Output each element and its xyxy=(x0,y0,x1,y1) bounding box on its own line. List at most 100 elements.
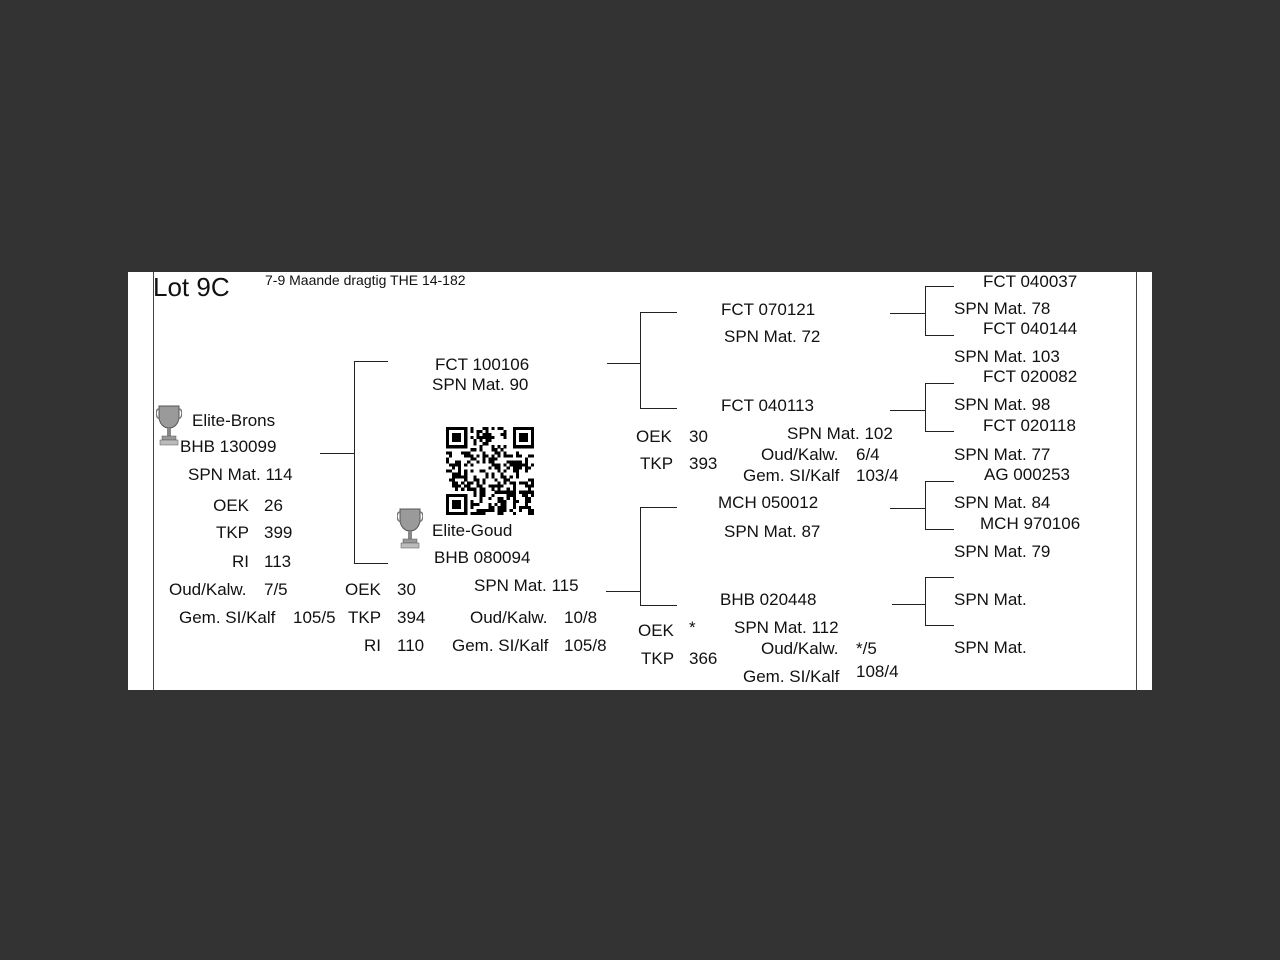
bracket-line xyxy=(320,453,355,454)
bracket-line xyxy=(925,625,954,626)
bracket-line xyxy=(925,286,954,287)
gp-sd-tkp-value: 393 xyxy=(689,454,718,473)
animal-oek-label: OEK xyxy=(213,496,249,515)
lot-subtitle: 7-9 Maande dragtig THE 14-182 xyxy=(265,272,466,288)
gp-sd-tkp-label: TKP xyxy=(640,454,674,473)
animal-id: BHB 130099 xyxy=(180,437,277,456)
trophy-icon xyxy=(397,508,423,549)
bracket-line xyxy=(925,481,926,530)
dam-award: Elite-Goud xyxy=(432,521,513,540)
bracket-line xyxy=(640,408,677,409)
bracket-line xyxy=(640,507,677,508)
gp-sd-id: FCT 040113 xyxy=(721,396,814,415)
bracket-line xyxy=(890,410,926,411)
gp-sd-oek-value: 30 xyxy=(689,427,708,446)
ggp-ssd-id: FCT 040144 xyxy=(983,319,1078,338)
right-margin-line xyxy=(1136,272,1137,690)
ggp-ddd-spn: SPN Mat. xyxy=(954,638,1027,657)
gp-dd-oud-label: Oud/Kalw. xyxy=(761,639,839,658)
dam-tkp-label: TKP xyxy=(348,608,382,627)
dam-spn: SPN Mat. 115 xyxy=(474,576,579,595)
bracket-line xyxy=(354,361,388,362)
animal-ri-label: RI xyxy=(232,552,249,571)
ggp-dsd-spn: SPN Mat. 79 xyxy=(954,542,1051,561)
dam-id: BHB 080094 xyxy=(434,548,531,567)
left-margin-line xyxy=(153,272,154,690)
animal-oek-value: 26 xyxy=(264,496,283,515)
sire-id: FCT 100106 xyxy=(435,355,530,374)
lot-title: Lot 9C xyxy=(153,272,230,302)
dam-oek-label: OEK xyxy=(345,580,381,599)
bracket-line xyxy=(892,604,926,605)
bracket-line xyxy=(925,431,954,432)
bracket-line xyxy=(925,383,926,432)
gp-ds-spn: SPN Mat. 87 xyxy=(724,522,821,541)
gp-sd-gem-value: 103/4 xyxy=(856,466,899,485)
bracket-line xyxy=(925,286,926,336)
bracket-line xyxy=(925,577,954,578)
ggp-sss-spn: SPN Mat. 78 xyxy=(954,299,1051,318)
bracket-line xyxy=(925,383,954,384)
animal-oud-value: 7/5 xyxy=(264,580,288,599)
gp-dd-tkp-value: 366 xyxy=(689,649,718,668)
ggp-dsd-id: MCH 970106 xyxy=(980,514,1081,533)
trophy-icon xyxy=(156,405,182,446)
gp-dd-tkp-label: TKP xyxy=(641,649,675,668)
ggp-sds-id: FCT 020082 xyxy=(983,367,1078,386)
dam-ri-label: RI xyxy=(364,636,381,655)
bracket-line xyxy=(640,605,677,606)
bracket-line xyxy=(640,312,677,313)
gp-dd-spn: SPN Mat. 112 xyxy=(734,618,839,637)
bracket-line xyxy=(890,508,926,509)
gp-dd-gem-value: 108/4 xyxy=(856,662,899,681)
gp-sd-oek-label: OEK xyxy=(636,427,672,446)
dam-ri-value: 110 xyxy=(397,636,425,655)
gp-dd-oud-value: */5 xyxy=(856,639,877,658)
ggp-dds-spn: SPN Mat. xyxy=(954,590,1027,609)
dam-oud-label: Oud/Kalw. xyxy=(470,608,548,627)
gp-dd-oek-value: * xyxy=(689,618,696,637)
dam-gem-value: 105/8 xyxy=(564,636,607,655)
bracket-line xyxy=(354,563,388,564)
bracket-line xyxy=(890,313,926,314)
pedigree-document: Lot 9C 7-9 Maande dragtig THE 14-182 Eli… xyxy=(128,272,1152,690)
gp-dd-id: BHB 020448 xyxy=(720,590,817,609)
ggp-sdd-spn: SPN Mat. 77 xyxy=(954,445,1051,464)
gp-sd-oud-value: 6/4 xyxy=(856,445,880,464)
ggp-sds-spn: SPN Mat. 98 xyxy=(954,395,1051,414)
bracket-line xyxy=(925,335,954,336)
bracket-line xyxy=(925,481,954,482)
animal-tkp-label: TKP xyxy=(215,523,249,542)
dam-tkp-value: 394 xyxy=(397,608,426,627)
bracket-line xyxy=(640,312,641,409)
gp-sd-spn: SPN Mat. 102 xyxy=(787,424,893,443)
animal-gem-label: Gem. SI/Kalf xyxy=(179,608,276,627)
gp-sd-oud-label: Oud/Kalw. xyxy=(761,445,839,464)
animal-tkp-value: 399 xyxy=(264,523,293,542)
animal-award: Elite-Brons xyxy=(192,411,276,430)
ggp-sss-id: FCT 040037 xyxy=(983,272,1078,291)
gp-dd-oek-label: OEK xyxy=(638,621,674,640)
bracket-line xyxy=(640,507,641,606)
qr-code xyxy=(446,427,534,515)
animal-spn: SPN Mat. 114 xyxy=(188,465,293,484)
bracket-line xyxy=(607,363,641,364)
animal-gem-value: 105/5 xyxy=(293,608,336,627)
animal-ri-value: 113 xyxy=(264,552,292,571)
bracket-line xyxy=(925,577,926,626)
ggp-dss-spn: SPN Mat. 84 xyxy=(954,493,1051,512)
gp-ds-id: MCH 050012 xyxy=(718,493,819,512)
ggp-ssd-spn: SPN Mat. 103 xyxy=(954,347,1060,366)
gp-sd-gem-label: Gem. SI/Kalf xyxy=(743,466,840,485)
bracket-line xyxy=(925,529,954,530)
dam-gem-label: Gem. SI/Kalf xyxy=(452,636,549,655)
gp-dd-gem-label: Gem. SI/Kalf xyxy=(743,667,840,686)
bracket-line xyxy=(606,591,641,592)
ggp-sdd-id: FCT 020118 xyxy=(983,416,1076,435)
animal-oud-label: Oud/Kalw. xyxy=(169,580,247,599)
gp-ss-id: FCT 070121 xyxy=(721,300,816,319)
dam-oek-value: 30 xyxy=(397,580,416,599)
sire-spn: SPN Mat. 90 xyxy=(432,375,529,394)
ggp-dss-id: AG 000253 xyxy=(984,465,1071,484)
gp-ss-spn: SPN Mat. 72 xyxy=(724,327,821,346)
